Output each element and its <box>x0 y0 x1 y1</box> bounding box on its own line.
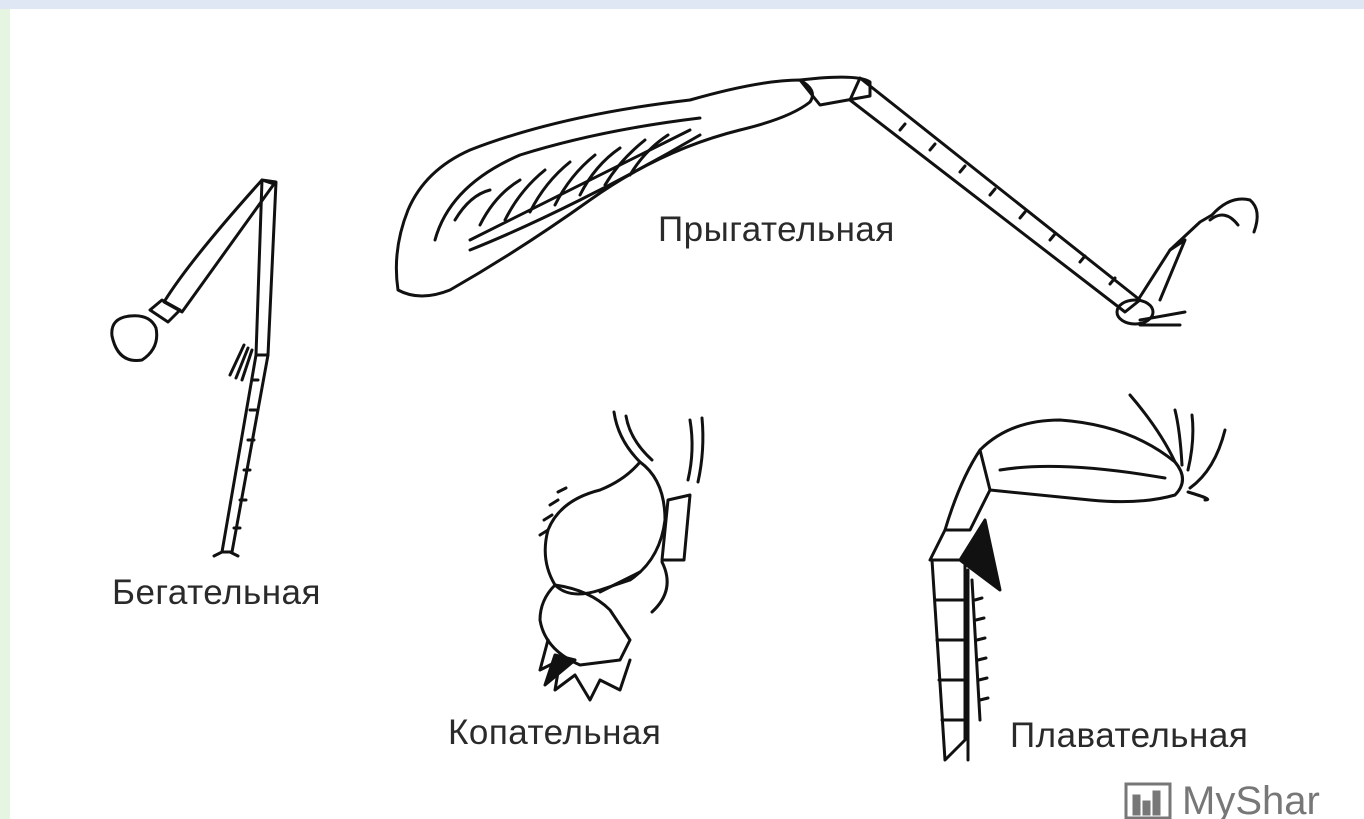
digging-leg-illustration <box>540 412 703 700</box>
running-leg-illustration <box>112 180 276 556</box>
presentation-icon <box>1120 778 1176 819</box>
digging-leg-label: Копательная <box>448 713 661 753</box>
running-leg-label: Бегательная <box>112 573 321 613</box>
swimming-leg-label: Плавательная <box>1010 716 1248 756</box>
watermark-text: MyShar <box>1182 778 1320 819</box>
jumping-leg-label: Прыгательная <box>658 210 895 250</box>
swimming-leg-illustration <box>930 395 1225 760</box>
jumping-leg-illustration <box>396 77 1257 325</box>
watermark: MyShar <box>1120 778 1320 819</box>
